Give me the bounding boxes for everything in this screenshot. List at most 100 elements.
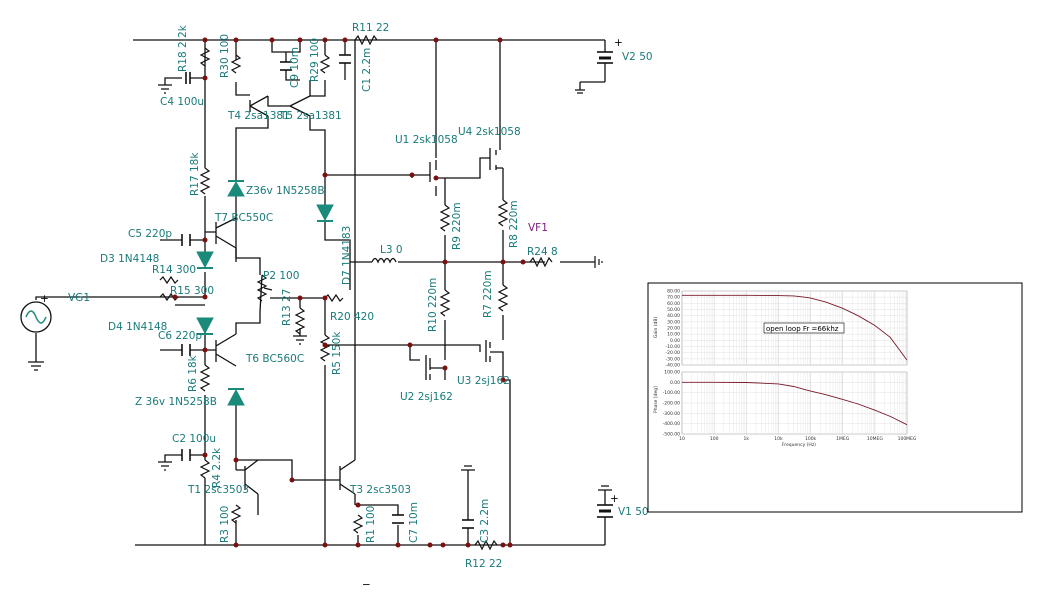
- x-tick-label: 100MEG: [898, 436, 917, 442]
- y-tick-label: 0.00: [670, 338, 680, 344]
- label-v1: V1 50: [618, 506, 649, 518]
- resistor-r24: [529, 256, 553, 268]
- resistor-r29: [319, 54, 331, 74]
- y-tick-label: -40.00: [665, 363, 680, 369]
- x-tick-label: 100: [710, 436, 719, 442]
- label-d4: D4 1N4148: [108, 321, 167, 333]
- y-tick-label: -200.00: [663, 401, 681, 407]
- resistor-r14: [159, 275, 179, 285]
- plus-v2: +: [614, 37, 623, 49]
- label-r4: R4 2.2k: [211, 447, 223, 488]
- sources: [20, 51, 613, 525]
- x-tick-label: 1MEG: [836, 436, 850, 442]
- resistor-r15: [159, 292, 179, 302]
- label-c3: C3 2.2m: [479, 499, 491, 543]
- label-r30: R30 100: [219, 34, 231, 78]
- x-tick-label: 1k: [744, 436, 750, 442]
- label-r11: R11 22: [352, 22, 389, 34]
- label-r8: R8 220m: [508, 200, 520, 248]
- resistor-r18: [199, 47, 211, 67]
- phase-axis-label: Phase [deg]: [653, 386, 659, 413]
- resistor-r4: [199, 459, 211, 479]
- label-t5: T5 2sa1381: [279, 110, 342, 122]
- label-t6: T6 BC560C: [245, 353, 304, 365]
- label-c9: C9 10m: [289, 47, 301, 88]
- y-tick-label: 20.00: [667, 326, 680, 332]
- resistor-r8: [497, 199, 509, 227]
- label-v2: V2 50: [622, 51, 653, 63]
- label-r15: R15 300: [170, 285, 214, 297]
- y-tick-label: 40.00: [667, 313, 680, 319]
- zener-z36v-top: [227, 180, 245, 197]
- y-tick-label: -10.00: [665, 344, 680, 350]
- label-c5: C5 220p: [128, 228, 172, 240]
- resistor-r11: [354, 34, 378, 46]
- signal-source-vg1: [20, 301, 52, 333]
- y-tick-label: 0.00: [670, 380, 680, 386]
- label-r29: R29 100: [309, 38, 321, 82]
- label-c1: C1 2.2m: [361, 48, 373, 92]
- ground-symbols: [28, 81, 612, 495]
- label-r7: R7 220m: [482, 270, 494, 318]
- label-u4: U4 2sk1058: [458, 126, 521, 138]
- resistor-r17: [199, 167, 211, 195]
- resistors: [159, 34, 553, 551]
- phase-panel: 100.000.00-100.00-200.00-300.00-400.00-5…: [653, 370, 908, 438]
- label-r3: R3 100: [219, 506, 231, 543]
- label-c4: C4 100u: [160, 96, 204, 108]
- label-u2: U2 2sj162: [400, 391, 453, 403]
- y-tick-label: 60.00: [667, 301, 680, 307]
- junction-dots: [172, 37, 526, 548]
- resistor-r20: [324, 293, 344, 303]
- y-tick-label: -300.00: [663, 411, 681, 417]
- phase-series-line: [682, 381, 908, 426]
- resistor-r30: [230, 54, 242, 74]
- y-tick-label: -100.00: [663, 390, 681, 396]
- minus-sign: −: [362, 579, 371, 591]
- component-labels: R18 2.2k R30 100 C9 10m R29 100 R11 22 C…: [40, 22, 653, 591]
- capacitors: [181, 54, 474, 529]
- label-t4: T4 2sa1381: [227, 110, 290, 122]
- label-t7: T7 BC550C: [214, 212, 273, 224]
- label-p2: P2 100: [263, 270, 299, 282]
- label-r1: R1 100: [365, 506, 377, 543]
- battery-v1: [597, 504, 613, 518]
- gain-tick-labels: 80.0070.0060.0050.0040.0030.0020.0010.00…: [665, 289, 680, 369]
- y-tick-label: -30.00: [665, 356, 680, 362]
- bode-plot-inset: 80.0070.0060.0050.0040.0030.0020.0010.00…: [647, 282, 1023, 513]
- label-t1: T1 2sc3503: [187, 484, 249, 496]
- label-t3: T3 2sc3503: [349, 484, 411, 496]
- x-tick-label: 10k: [774, 436, 783, 442]
- label-r17: R17 18k: [189, 152, 201, 196]
- label-r20: R20 420: [330, 311, 374, 323]
- battery-v2: [597, 51, 613, 64]
- y-tick-label: 10.00: [667, 332, 680, 338]
- label-d7: D7 1N4183: [341, 226, 353, 285]
- potentiometer-p2: [256, 274, 273, 302]
- resistor-r5: [319, 334, 331, 362]
- label-r14: R14 300: [152, 264, 196, 276]
- plus-v1: +: [610, 493, 619, 505]
- y-tick-label: 80.00: [667, 289, 680, 295]
- resistor-r13: [294, 307, 306, 335]
- resistor-r3: [230, 504, 242, 524]
- label-z36a: Z36v 1N5258B: [246, 185, 325, 197]
- resistor-r12: [474, 539, 498, 551]
- resistor-r9: [439, 204, 451, 232]
- y-tick-label: 50.00: [667, 307, 680, 313]
- label-vg1: VG1: [68, 292, 90, 304]
- x-tick-label: 10MEG: [867, 436, 883, 442]
- label-r10: R10 220m: [427, 278, 439, 332]
- plus-vg1: +: [40, 293, 49, 305]
- diode-d7: [316, 204, 334, 222]
- label-r12: R12 22: [465, 558, 502, 570]
- gain-axis-label: Gain (dB): [653, 317, 659, 338]
- y-tick-label: 100.00: [664, 370, 680, 376]
- label-vf1: VF1: [528, 222, 548, 234]
- x-tick-label: 10: [679, 436, 685, 442]
- label-r6: R6 18k: [187, 354, 199, 392]
- label-r9: R9 220m: [451, 202, 463, 250]
- diode-d4: [196, 317, 214, 335]
